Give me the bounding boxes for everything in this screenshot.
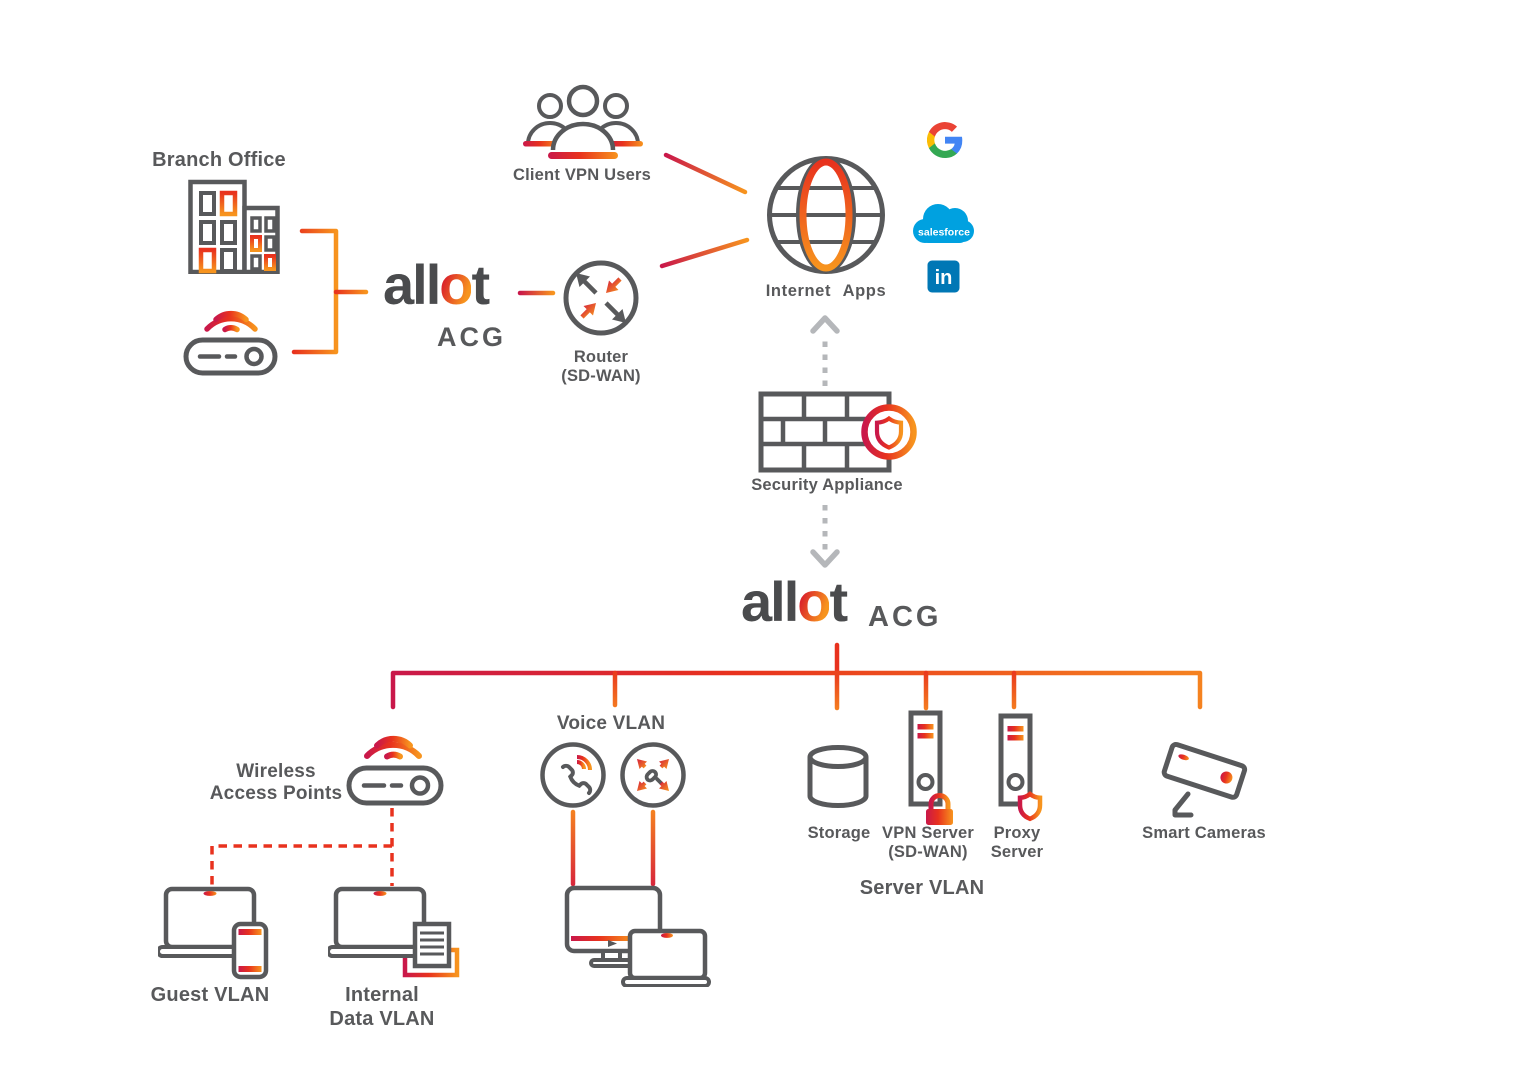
router-arrows-icon xyxy=(562,259,640,337)
logo-t: t xyxy=(471,253,490,316)
voice-vlan-label: Voice VLAN xyxy=(556,713,666,734)
allot-logo-top: allot xyxy=(383,257,490,313)
vpn-server-label-line2: (SD-WAN) xyxy=(888,843,968,862)
access-point-icon xyxy=(345,718,453,808)
internal-laptop-icon xyxy=(328,884,462,984)
office-buildings-icon xyxy=(188,178,280,274)
proxy-label-line2: Server xyxy=(990,843,1044,862)
proxy-server-label: Proxy Server xyxy=(991,824,1044,863)
printer-icon xyxy=(412,921,452,969)
salesforce-icon: salesforce xyxy=(910,201,976,249)
shield-small-icon xyxy=(1017,791,1043,822)
voice-phone-icon xyxy=(539,741,607,809)
linkedin-icon: in xyxy=(927,260,960,293)
logo-o: o xyxy=(439,253,473,316)
logo-center-text: all xyxy=(741,570,799,633)
server-vlan-label: Server VLAN xyxy=(859,877,985,899)
logo-text: all xyxy=(383,253,441,316)
google-icon xyxy=(927,122,963,158)
arrow-up-dashed xyxy=(810,315,840,386)
wap-label-line1: Wireless xyxy=(236,761,316,782)
server-tower-shield-icon xyxy=(993,712,1047,824)
router-label: Router (SD-WAN) xyxy=(561,348,641,387)
voice-laptop-icon xyxy=(621,928,711,987)
vpn-server-label-line1: VPN Server xyxy=(882,824,974,842)
security-appliance-label: Security Appliance xyxy=(751,476,903,494)
logo-center-t: t xyxy=(829,570,848,633)
lock-icon xyxy=(926,793,953,825)
shield-badge-icon xyxy=(860,403,918,461)
wap-label-line2: Access Points xyxy=(209,783,343,805)
server-tower-lock-icon xyxy=(903,710,957,828)
arrow-down-dashed xyxy=(810,505,840,568)
storage-cylinder-icon xyxy=(806,744,870,810)
internal-label-line1: Internal xyxy=(345,984,419,1006)
smart-cameras-label: Smart Cameras xyxy=(1142,824,1266,842)
wifi-router-icon xyxy=(183,296,289,378)
wireless-access-points-label: Wireless Access Points xyxy=(210,761,343,806)
allot-logo-center: allot xyxy=(741,574,848,630)
salesforce-wordmark: salesforce xyxy=(918,227,970,239)
vpn-server-label: VPN Server (SD-WAN) xyxy=(882,824,974,863)
users-to-internet-line xyxy=(663,152,748,195)
storage-label: Storage xyxy=(807,824,871,842)
bus-line xyxy=(390,670,1203,710)
allot-logo-top-sub: ACG xyxy=(437,322,506,352)
globe-icon xyxy=(766,155,886,275)
internet-apps-label: Internet Apps xyxy=(765,282,887,300)
router-to-internet-line xyxy=(659,237,750,269)
proxy-label-line1: Proxy xyxy=(993,824,1041,842)
voice-device-drops xyxy=(570,809,656,887)
branch-office-label: Branch Office xyxy=(152,149,286,171)
ap-dashed-lines xyxy=(210,808,394,886)
voice-conference-icon xyxy=(619,741,687,809)
monitor-icon xyxy=(560,885,712,987)
internal-label-line2: Data VLAN xyxy=(329,1007,435,1030)
smartphone-icon xyxy=(231,921,269,980)
internal-data-vlan-label: Internal Data VLAN xyxy=(329,984,434,1031)
branch-bracket-line xyxy=(291,228,339,355)
cctv-camera-icon xyxy=(1158,736,1258,820)
guest-vlan-label: Guest VLAN xyxy=(150,984,270,1006)
router-label-line1: Router xyxy=(573,348,629,366)
router-label-line2: (SD-WAN) xyxy=(561,367,641,386)
vpn-users-icon xyxy=(518,82,648,162)
client-vpn-users-label: Client VPN Users xyxy=(513,166,651,184)
linkedin-wordmark: in xyxy=(935,267,953,289)
guest-laptop-icon xyxy=(158,884,276,980)
logo-center-o: o xyxy=(797,570,831,633)
allot-logo-center-sub: ACG xyxy=(868,601,942,633)
